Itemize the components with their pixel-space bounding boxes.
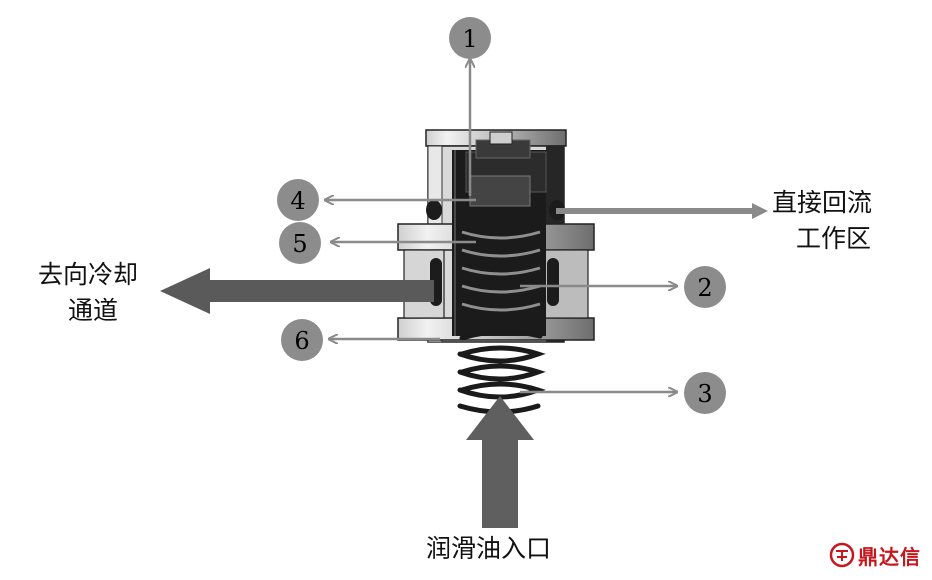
to-cooling-label-line1: 去向冷却 xyxy=(38,260,139,289)
inlet-arrow xyxy=(466,396,534,528)
lower-spring xyxy=(457,328,546,415)
callout-1-label: 1 xyxy=(462,25,477,53)
callout-2: 2 xyxy=(684,266,726,308)
watermark-text: 鼎达信 xyxy=(858,544,921,569)
cooling-outlet-arrow xyxy=(160,268,434,314)
callout-4: 4 xyxy=(277,179,319,221)
callout-3-label: 3 xyxy=(697,380,712,408)
callout-5-label: 5 xyxy=(292,230,307,258)
leader-lines xyxy=(326,60,676,392)
valve-body xyxy=(397,129,595,343)
watermark-logo-icon xyxy=(829,542,855,568)
return-label-line2: 工作区 xyxy=(796,224,872,253)
return-label-line1: 直接回流 xyxy=(772,188,873,217)
callout-3: 3 xyxy=(684,372,726,414)
to-cooling-label-line2: 通道 xyxy=(68,296,119,325)
callout-1: 1 xyxy=(449,17,491,59)
callout-4-label: 4 xyxy=(290,187,305,215)
callout-6-label: 6 xyxy=(294,327,309,355)
callout-2-label: 2 xyxy=(697,274,712,302)
callout-5: 5 xyxy=(279,222,321,264)
callout-6: 6 xyxy=(281,319,323,361)
inlet-label: 润滑油入口 xyxy=(426,534,552,563)
watermark: 鼎达信 xyxy=(858,540,921,570)
